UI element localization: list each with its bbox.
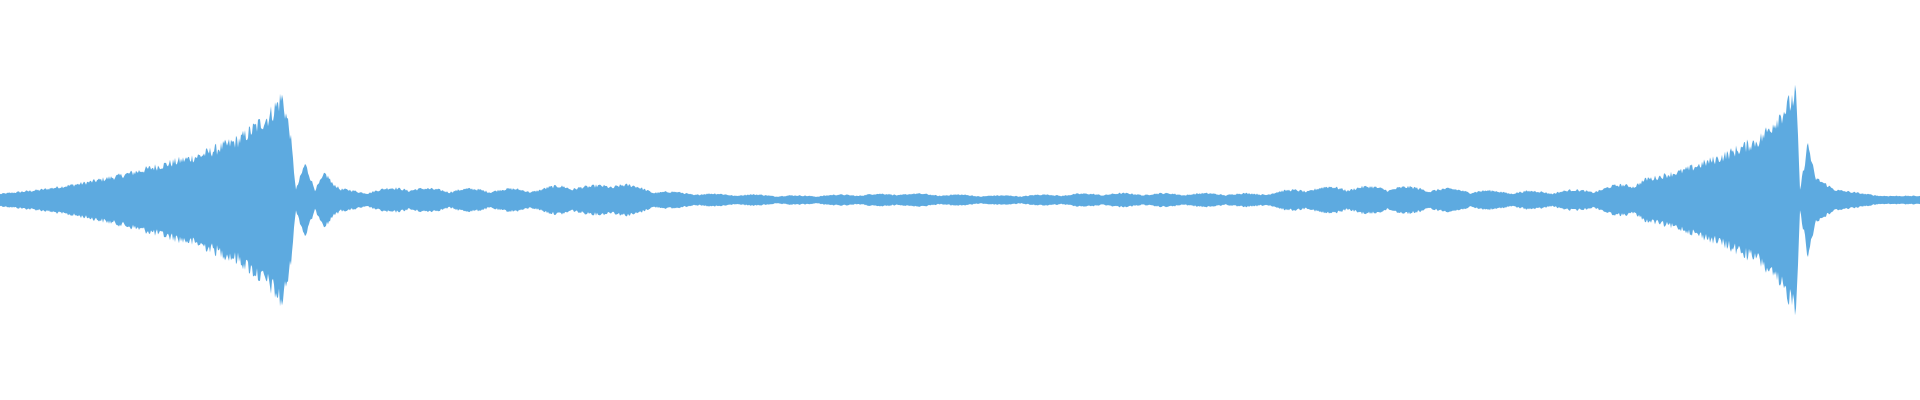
waveform-bars: [0, 84, 1920, 316]
waveform-shape: [0, 84, 1920, 316]
